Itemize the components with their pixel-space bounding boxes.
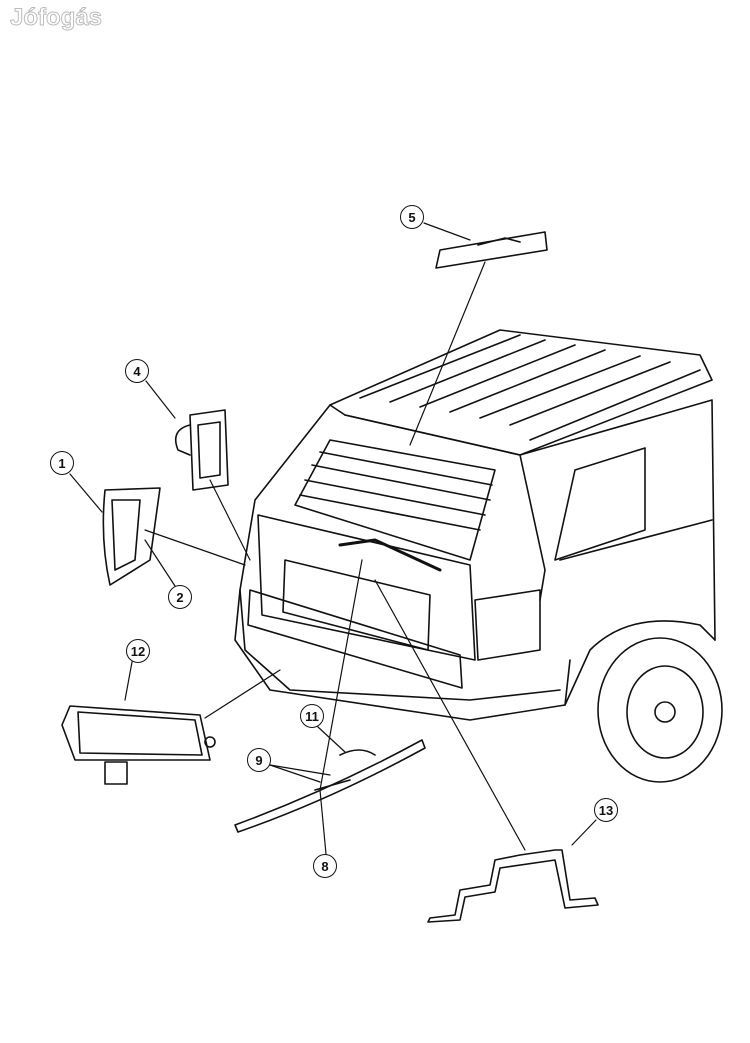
part-tail-lamp bbox=[102, 487, 161, 586]
callout-11: 11 bbox=[300, 704, 324, 728]
callout-5: 5 bbox=[400, 205, 424, 229]
leader-lines bbox=[69, 222, 597, 855]
callout-9: 9 bbox=[247, 748, 271, 772]
part-license-lamp bbox=[61, 705, 216, 785]
vehicle-drawing bbox=[234, 329, 723, 783]
callout-12: 12 bbox=[126, 639, 150, 663]
callout-8: 8 bbox=[313, 854, 337, 878]
callout-13: 13 bbox=[594, 798, 618, 822]
callout-4: 4 bbox=[125, 359, 149, 383]
part-bracket bbox=[427, 849, 599, 923]
callout-1: 1 bbox=[50, 451, 74, 475]
part-chmsl bbox=[435, 231, 548, 269]
callout-2: 2 bbox=[168, 585, 192, 609]
part-lamp-socket bbox=[174, 409, 229, 491]
watermark-logo: Jófogás bbox=[9, 4, 103, 32]
